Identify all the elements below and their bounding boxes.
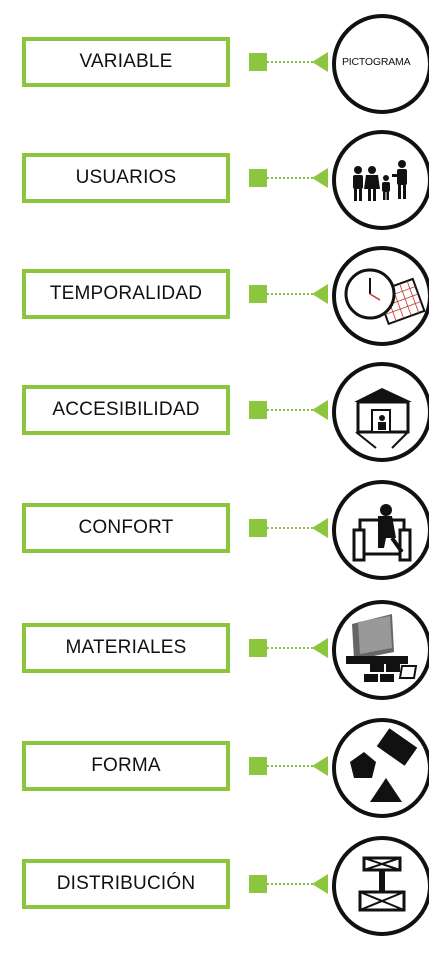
connector-dotted-line bbox=[267, 527, 313, 529]
row-accesibilidad: ACCESIBILIDAD bbox=[0, 362, 429, 482]
distribucion-label: DISTRIBUCIÓN bbox=[22, 859, 230, 909]
variable-label: VARIABLE bbox=[22, 37, 230, 87]
connector-arrow bbox=[312, 400, 328, 420]
connector-dotted-line bbox=[267, 883, 313, 885]
row-temporalidad: TEMPORALIDAD bbox=[0, 246, 429, 366]
connector-square bbox=[249, 285, 267, 303]
materiales-label: MATERIALES bbox=[22, 623, 230, 673]
accesibilidad-label: ACCESIBILIDAD bbox=[22, 385, 230, 435]
house-access-icon bbox=[332, 362, 429, 462]
connector-arrow bbox=[312, 638, 328, 658]
connector-square bbox=[249, 757, 267, 775]
connector-dotted-line bbox=[267, 409, 313, 411]
forma-label: FORMA bbox=[22, 741, 230, 791]
row-forma: FORMA bbox=[0, 718, 429, 838]
row-distribucion: DISTRIBUCIÓN bbox=[0, 836, 429, 956]
connector-square bbox=[249, 169, 267, 187]
connector-arrow bbox=[312, 518, 328, 538]
shapes-icon bbox=[332, 718, 429, 818]
people-icon bbox=[332, 130, 429, 230]
pictograma-circle: PICTOGRAMA bbox=[332, 14, 429, 114]
connector-square bbox=[249, 401, 267, 419]
connector-dotted-line bbox=[267, 765, 313, 767]
distribution-icon bbox=[332, 836, 429, 936]
connector-dotted-line bbox=[267, 177, 313, 179]
connector-square bbox=[249, 53, 267, 71]
connector-dotted-line bbox=[267, 293, 313, 295]
connector-dotted-line bbox=[267, 61, 313, 63]
pictograma-text: PICTOGRAMA bbox=[342, 56, 411, 68]
clock-calendar-icon bbox=[332, 246, 429, 346]
connector-arrow bbox=[312, 52, 328, 72]
confort-label: CONFORT bbox=[22, 503, 230, 553]
connector-square bbox=[249, 639, 267, 657]
connector-arrow bbox=[312, 874, 328, 894]
row-materiales: MATERIALES bbox=[0, 600, 429, 720]
row-variable: VARIABLE PICTOGRAMA bbox=[0, 14, 429, 134]
temporalidad-label: TEMPORALIDAD bbox=[22, 269, 230, 319]
usuarios-label: USUARIOS bbox=[22, 153, 230, 203]
armchair-person-icon bbox=[332, 480, 429, 580]
row-confort: CONFORT bbox=[0, 480, 429, 600]
connector-square bbox=[249, 875, 267, 893]
connector-arrow bbox=[312, 756, 328, 776]
materials-icon bbox=[332, 600, 429, 700]
connector-arrow bbox=[312, 284, 328, 304]
row-usuarios: USUARIOS bbox=[0, 130, 429, 250]
connector-arrow bbox=[312, 168, 328, 188]
connector-square bbox=[249, 519, 267, 537]
connector-dotted-line bbox=[267, 647, 313, 649]
